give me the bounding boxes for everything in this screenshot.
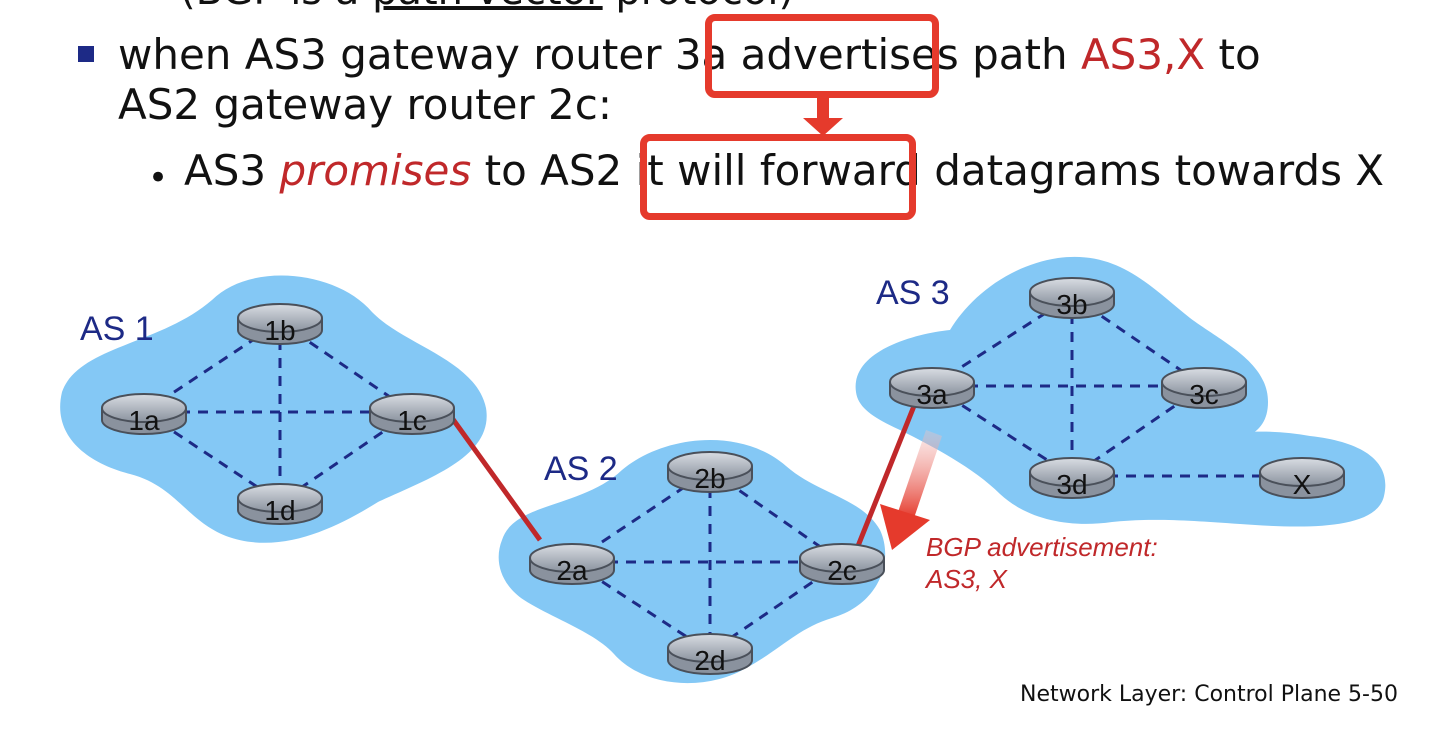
advertisement-label-line1: BGP advertisement:	[926, 532, 1158, 562]
router-2a: 2a	[529, 543, 615, 586]
bullet-square-icon	[78, 46, 94, 62]
bullet2-text-b: to AS2 it	[471, 146, 678, 195]
as1-label: AS 1	[80, 310, 154, 348]
router-2c: 2c	[799, 543, 885, 586]
advertisement-arrow-icon	[880, 430, 942, 550]
highlight-connector-arrow-icon	[803, 94, 843, 136]
router-3d: 3d	[1029, 457, 1115, 500]
as2-label: AS 2	[544, 450, 618, 488]
router-2a-label: 2a	[556, 555, 588, 586]
cut-off-text-line: (BGP is a path vector protocol)	[180, 0, 794, 14]
bullet-1: when AS3 gateway router 3a advertises pa…	[118, 30, 1348, 130]
router-1d: 1d	[237, 483, 323, 526]
router-x-label: X	[1293, 469, 1312, 500]
bullet1-text-a: when AS3 gateway router 3a	[118, 30, 741, 79]
bullet2-text-c: datagrams towards X	[920, 146, 1385, 195]
router-3a-label: 3a	[916, 379, 948, 410]
router-1d-label: 1d	[264, 495, 295, 526]
router-2b-label: 2b	[694, 463, 725, 494]
link-3a-2c	[855, 405, 917, 547]
will-forward-highlight-box	[640, 134, 916, 220]
slide-footer: Network Layer: Control Plane 5-50	[1020, 682, 1398, 707]
router-2c-label: 2c	[827, 555, 857, 586]
router-1a: 1a	[101, 393, 187, 436]
advertisement-label-line2: AS3, X	[924, 564, 1009, 594]
as1-cloud	[60, 275, 487, 543]
will-forward-phrase: will forward	[677, 146, 921, 195]
router-3b-label: 3b	[1056, 289, 1087, 320]
router-x: X	[1259, 457, 1345, 500]
router-2b: 2b	[667, 451, 753, 494]
bullet1-text-b: path	[958, 30, 1081, 79]
router-3c-label: 3c	[1189, 379, 1219, 410]
router-1b: 1b	[237, 303, 323, 346]
bullet-dot-icon: •	[148, 158, 169, 198]
as3-label: AS 3	[876, 274, 950, 312]
router-2d-label: 2d	[694, 645, 725, 676]
router-3a: 3a	[889, 367, 975, 410]
bullet-2: AS3 promises to AS2 it will forward data…	[184, 146, 1384, 196]
router-3d-label: 3d	[1056, 469, 1087, 500]
bullet1-text-c: to AS2 gateway router 2c:	[118, 30, 1261, 129]
router-1c-label: 1c	[397, 405, 427, 436]
bullet2-text-a: AS3	[184, 146, 280, 195]
path-as3-x: AS3,X	[1080, 30, 1206, 79]
cut-text-b: is a	[290, 0, 372, 14]
cut-text-a: (BGP	[180, 0, 290, 14]
advertises-word: advertises	[740, 30, 959, 79]
as3-cloud	[855, 256, 1386, 527]
cut-text-c: protocol)	[603, 0, 794, 14]
router-2d: 2d	[667, 633, 753, 676]
router-1a-label: 1a	[128, 405, 160, 436]
router-3b: 3b	[1029, 277, 1115, 320]
path-vector-term: path vector	[372, 0, 603, 14]
promises-word: promises	[279, 146, 472, 195]
router-3c: 3c	[1161, 367, 1247, 410]
link-1c-2a	[449, 416, 543, 542]
router-1b-label: 1b	[264, 315, 295, 346]
router-1c: 1c	[369, 393, 455, 436]
as2-cloud	[498, 440, 886, 684]
